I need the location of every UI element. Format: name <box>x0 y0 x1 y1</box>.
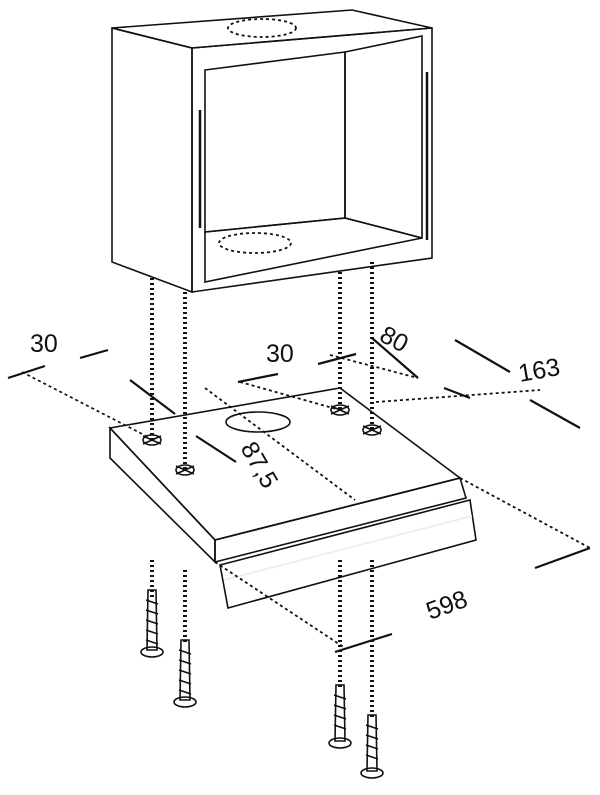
mount-hole-icon <box>175 464 195 476</box>
dim-label-left-30: 30 <box>30 330 58 358</box>
wall-cabinet <box>111 9 433 294</box>
dimension-lines <box>7 337 591 654</box>
dimension-labels: 30 30 80 163 87,5 598 <box>30 321 562 626</box>
cooker-hood <box>108 387 477 610</box>
screw-icon <box>140 589 164 658</box>
dim-label-598: 598 <box>422 585 471 626</box>
screws <box>140 589 384 779</box>
screw-icon <box>360 714 384 779</box>
dim-label-163: 163 <box>516 353 562 388</box>
mount-hole-icon <box>362 424 382 436</box>
screw-icon <box>173 639 197 708</box>
dim-label-80: 80 <box>375 321 413 359</box>
mount-hole-icon <box>142 434 162 446</box>
dim-label-mid-30: 30 <box>266 340 294 368</box>
dim-label-87-5: 87,5 <box>235 437 284 493</box>
screw-icon <box>328 684 352 749</box>
